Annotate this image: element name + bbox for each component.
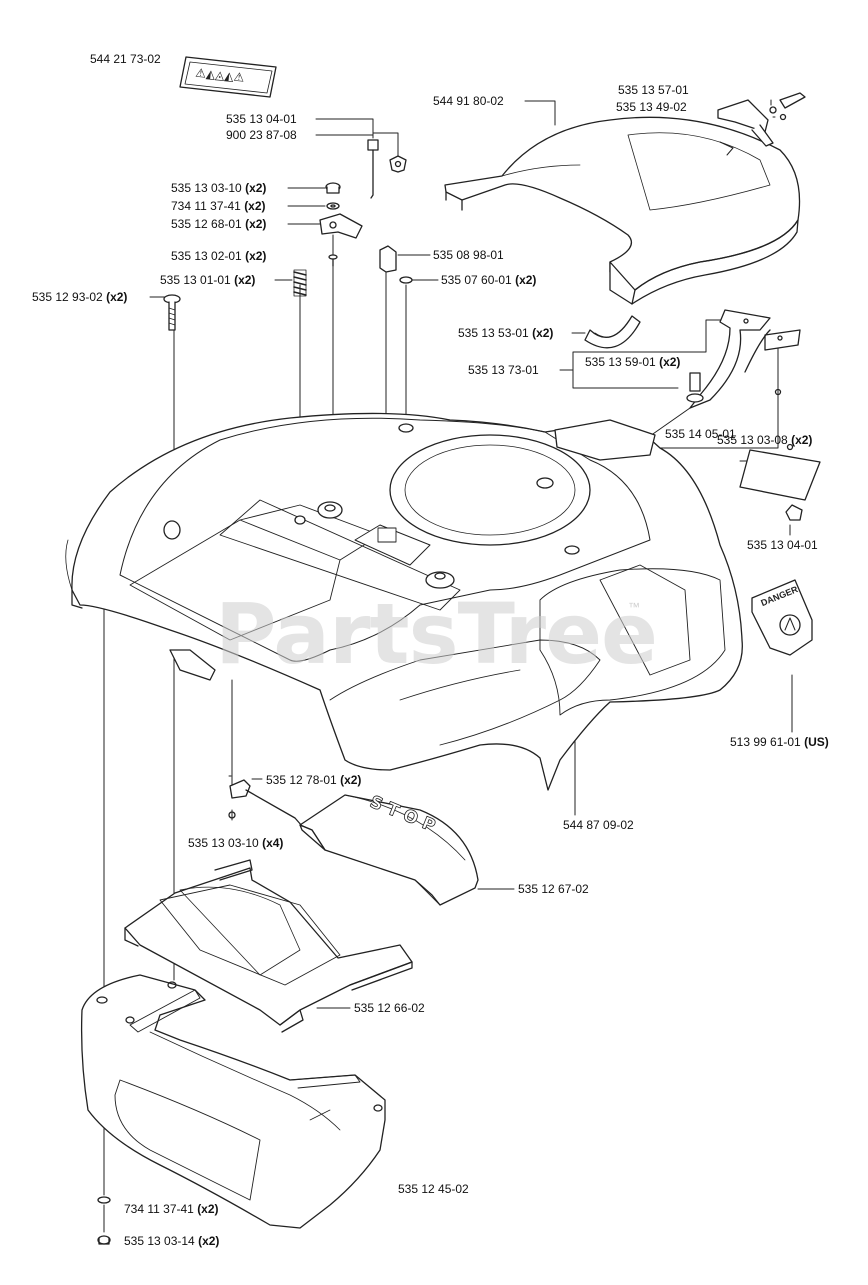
part-label-l23: 535 12 78-01 (x2) bbox=[266, 773, 361, 787]
part-number: 535 13 49-02 bbox=[616, 100, 687, 114]
part-label-l10: 535 13 02-01 (x2) bbox=[171, 249, 266, 263]
part-label-l24: 535 13 03-10 (x4) bbox=[188, 836, 283, 850]
part-label-l19: 535 14 05-01 bbox=[665, 427, 736, 441]
part-label-l11: 535 08 98-01 bbox=[433, 248, 504, 262]
part-label-l08: 734 11 37-41 (x2) bbox=[171, 199, 266, 213]
spring bbox=[293, 269, 307, 297]
part-quantity: (x2) bbox=[245, 181, 267, 195]
part-label-l16: 535 13 59-01 (x2) bbox=[585, 355, 680, 369]
part-label-l07: 535 13 03-10 (x2) bbox=[171, 181, 266, 195]
part-number: 535 13 04-01 bbox=[747, 538, 818, 552]
part-number: 513 99 61-01 bbox=[730, 735, 801, 749]
part-label-l20: 535 13 04-01 bbox=[747, 538, 818, 552]
part-label-l21: 513 99 61-01 (US) bbox=[730, 735, 829, 749]
part-label-l15: 535 13 53-01 (x2) bbox=[458, 326, 553, 340]
part-number: 535 13 03-10 bbox=[188, 836, 259, 850]
part-label-l04: 535 13 49-02 bbox=[616, 100, 687, 114]
part-quantity: (x2) bbox=[245, 217, 267, 231]
part-label-l06: 900 23 87-08 bbox=[226, 128, 297, 142]
plate bbox=[739, 443, 821, 521]
part-number: 535 07 60-01 bbox=[441, 273, 512, 287]
part-number: 535 13 03-14 bbox=[124, 1234, 195, 1248]
part-number: 535 13 01-01 bbox=[160, 273, 231, 287]
part-quantity: (x4) bbox=[262, 836, 284, 850]
top-lid bbox=[444, 116, 801, 305]
sensor-bracket bbox=[686, 309, 801, 409]
part-number: 900 23 87-08 bbox=[226, 128, 297, 142]
part-quantity: (x2) bbox=[659, 355, 681, 369]
part-number: 535 12 45-02 bbox=[398, 1182, 469, 1196]
part-label-l22: 544 87 09-02 bbox=[563, 818, 634, 832]
part-quantity: (x2) bbox=[234, 273, 256, 287]
part-quantity: (x2) bbox=[340, 773, 362, 787]
part-number: 535 12 68-01 bbox=[171, 217, 242, 231]
part-label-l26: 535 12 66-02 bbox=[354, 1001, 425, 1015]
part-number: 535 13 53-01 bbox=[458, 326, 529, 340]
part-quantity: (x2) bbox=[244, 199, 266, 213]
tray bbox=[124, 859, 413, 1033]
fasteners bbox=[163, 139, 413, 331]
bumper bbox=[80, 974, 386, 1245]
part-number: 535 12 78-01 bbox=[266, 773, 337, 787]
part-label-l25: 535 12 67-02 bbox=[518, 882, 589, 896]
danger-decal: DANGER bbox=[751, 579, 813, 656]
part-label-l13: 535 07 60-01 (x2) bbox=[441, 273, 536, 287]
part-label-l12: 535 13 01-01 (x2) bbox=[160, 273, 255, 287]
hinge-arc bbox=[584, 315, 641, 349]
part-number: 535 13 04-01 bbox=[226, 112, 297, 126]
part-number: 544 21 73-02 bbox=[90, 52, 161, 66]
part-number: 544 91 80-02 bbox=[433, 94, 504, 108]
part-label-l02: 544 91 80-02 bbox=[433, 94, 504, 108]
part-label-l09: 535 12 68-01 (x2) bbox=[171, 217, 266, 231]
part-label-l17: 535 13 73-01 bbox=[468, 363, 539, 377]
part-number: 734 11 37-41 bbox=[124, 1202, 194, 1216]
part-label-l14: 535 12 93-02 (x2) bbox=[32, 290, 127, 304]
part-number: 535 13 57-01 bbox=[618, 83, 689, 97]
main-body bbox=[65, 412, 743, 791]
svg-text:⚠◭◬◭⚠: ⚠◭◬◭⚠ bbox=[195, 66, 246, 85]
part-number: 734 11 37-41 bbox=[171, 199, 241, 213]
part-quantity: (x2) bbox=[197, 1202, 219, 1216]
part-label-l03: 535 13 57-01 bbox=[618, 83, 689, 97]
part-number: 535 12 93-02 bbox=[32, 290, 103, 304]
part-quantity: (x2) bbox=[515, 273, 537, 287]
part-label-l28: 734 11 37-41 (x2) bbox=[124, 1202, 219, 1216]
part-label-l18: 535 13 03-08 (x2) bbox=[717, 433, 812, 447]
part-label-l05: 535 13 04-01 bbox=[226, 112, 297, 126]
part-number: 535 13 03-10 bbox=[171, 181, 242, 195]
part-quantity: (x2) bbox=[532, 326, 554, 340]
part-number: 535 13 73-01 bbox=[468, 363, 539, 377]
part-number: 535 13 02-01 bbox=[171, 249, 242, 263]
clip-part bbox=[717, 92, 806, 147]
part-number: 535 12 66-02 bbox=[354, 1001, 425, 1015]
part-number: 535 13 59-01 bbox=[585, 355, 656, 369]
part-number: 544 87 09-02 bbox=[563, 818, 634, 832]
decal-544-21-73-02: ⚠◭◬◭⚠ bbox=[179, 56, 277, 98]
part-quantity: (x2) bbox=[198, 1234, 220, 1248]
part-label-l29: 535 13 03-14 (x2) bbox=[124, 1234, 219, 1248]
part-quantity: (US) bbox=[804, 735, 829, 749]
part-quantity: (x2) bbox=[245, 249, 267, 263]
watermark-trademark: ™ bbox=[628, 600, 640, 614]
part-label-l01: 544 21 73-02 bbox=[90, 52, 161, 66]
part-quantity: (x2) bbox=[791, 433, 813, 447]
watermark: PartsTree bbox=[215, 585, 658, 683]
part-number: 535 13 03-08 bbox=[717, 433, 788, 447]
part-quantity: (x2) bbox=[106, 290, 128, 304]
part-label-l27: 535 12 45-02 bbox=[398, 1182, 469, 1196]
part-number: 535 14 05-01 bbox=[665, 427, 736, 441]
part-number: 535 08 98-01 bbox=[433, 248, 504, 262]
part-number: 535 12 67-02 bbox=[518, 882, 589, 896]
